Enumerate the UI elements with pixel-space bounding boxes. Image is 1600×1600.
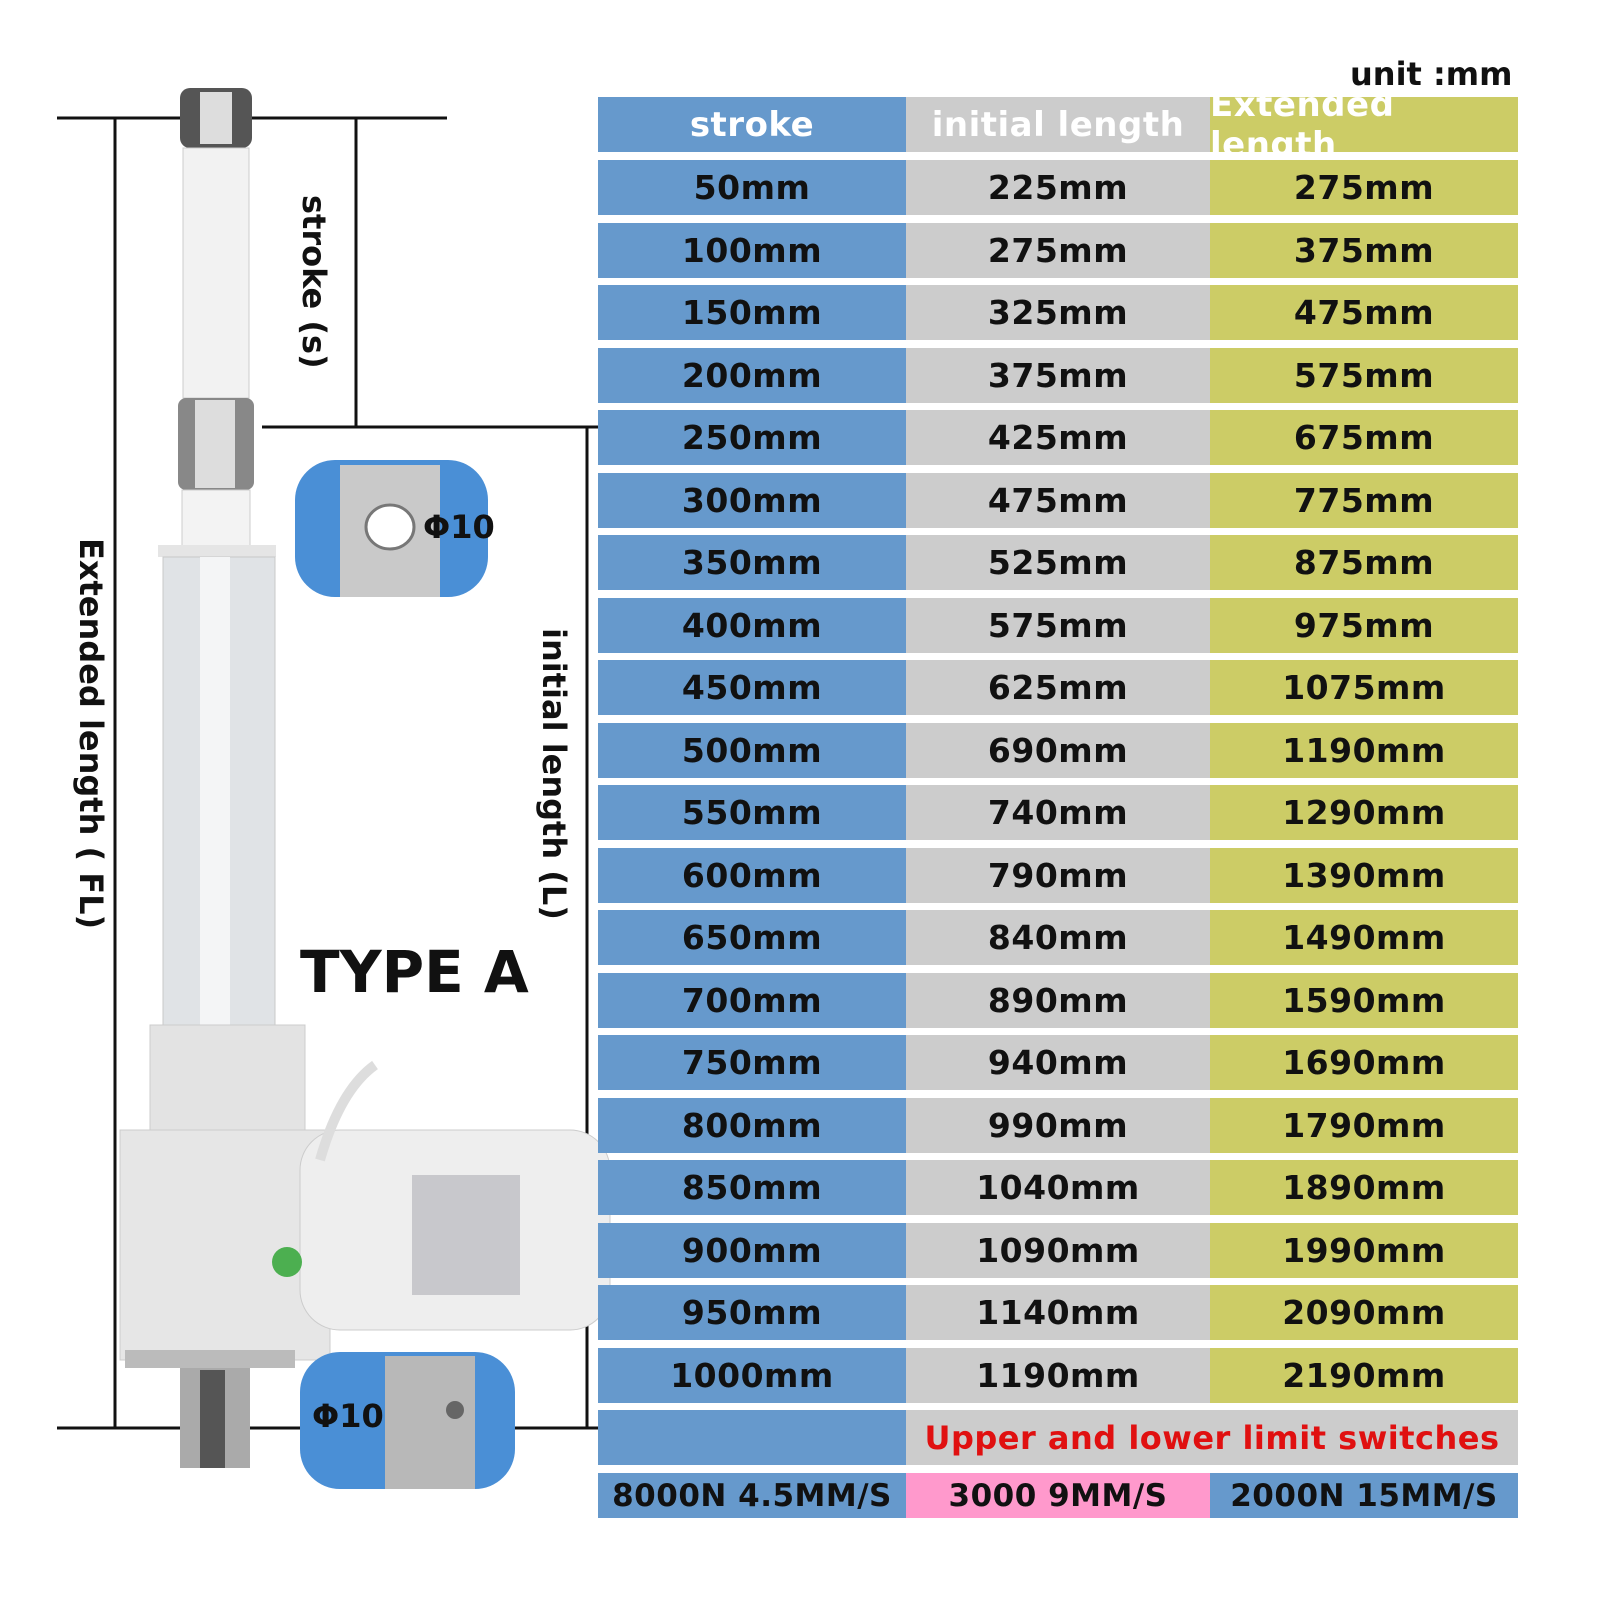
cell-initial: 275mm [906, 222, 1210, 278]
cell-initial: 475mm [906, 472, 1210, 528]
cell-initial: 375mm [906, 347, 1210, 403]
cell-initial: 575mm [906, 597, 1210, 653]
cell-initial: 990mm [906, 1097, 1210, 1153]
cell-extended: 1890mm [1210, 1160, 1518, 1215]
cell-extended: 1790mm [1210, 1097, 1518, 1153]
cell-extended: 1590mm [1210, 972, 1518, 1028]
cell-stroke: 850mm [598, 1160, 906, 1215]
cell-stroke: 400mm [598, 597, 906, 653]
cell-stroke: 500mm [598, 722, 906, 778]
cell-extended: 275mm [1210, 160, 1518, 215]
cell-initial: 1140mm [906, 1285, 1210, 1340]
cell-initial: 325mm [906, 285, 1210, 340]
cell-initial: 225mm [906, 160, 1210, 215]
cell-initial: 1040mm [906, 1160, 1210, 1215]
cell-extended: 1390mm [1210, 847, 1518, 903]
cell-initial: 740mm [906, 785, 1210, 840]
cell-stroke: 300mm [598, 472, 906, 528]
cell-stroke: 900mm [598, 1222, 906, 1278]
cell-initial: 1190mm [906, 1347, 1210, 1403]
cell-extended: 475mm [1210, 285, 1518, 340]
cell-extended: 675mm [1210, 410, 1518, 465]
extended-length-dimension-label: Extended length ( FL) [72, 538, 110, 930]
header-stroke: stroke [598, 97, 906, 152]
cell-extended: 375mm [1210, 222, 1518, 278]
cell-stroke: 550mm [598, 785, 906, 840]
cell-extended: 1290mm [1210, 785, 1518, 840]
cell-initial: 690mm [906, 722, 1210, 778]
cell-stroke: 950mm [598, 1285, 906, 1340]
stroke-dimension-label: stroke (s) [295, 195, 333, 369]
cell-stroke: 700mm [598, 972, 906, 1028]
cell-stroke: 650mm [598, 910, 906, 965]
cell-extended: 1190mm [1210, 722, 1518, 778]
cell-stroke: 350mm [598, 535, 906, 590]
cell-extended: 2190mm [1210, 1347, 1518, 1403]
hole-top-diameter: Φ10 [423, 508, 495, 546]
hole-bottom-diameter: Φ10 [312, 1397, 384, 1435]
cell-stroke: 1000mm [598, 1347, 906, 1403]
cell-stroke: 100mm [598, 222, 906, 278]
cell-stroke: 50mm [598, 160, 906, 215]
cell-extended: 2090mm [1210, 1285, 1518, 1340]
actuator-illustration [57, 88, 611, 1489]
cell-initial: 890mm [906, 972, 1210, 1028]
cell-stroke: 600mm [598, 847, 906, 903]
limit-switch-note: Upper and lower limit switches [906, 1410, 1518, 1465]
cell-initial: 790mm [906, 847, 1210, 903]
speed-option-8000n: 8000N 4.5MM/S [598, 1473, 906, 1518]
cell-extended: 1990mm [1210, 1222, 1518, 1278]
cell-extended: 1490mm [1210, 910, 1518, 965]
hole-detail-bottom [300, 1352, 515, 1489]
actuator-body [119, 88, 611, 1468]
cell-extended: 775mm [1210, 472, 1518, 528]
cell-initial: 425mm [906, 410, 1210, 465]
cell-stroke: 450mm [598, 660, 906, 715]
type-label: TYPE A [300, 938, 529, 1006]
cell-initial: 840mm [906, 910, 1210, 965]
speed-option-3000n: 3000 9MM/S [906, 1473, 1210, 1518]
limit-row-blank-cell [598, 1410, 906, 1465]
cell-stroke: 750mm [598, 1035, 906, 1090]
cell-extended: 1690mm [1210, 1035, 1518, 1090]
unit-label: unit :mm [1350, 55, 1513, 93]
cell-initial: 940mm [906, 1035, 1210, 1090]
cell-initial: 525mm [906, 535, 1210, 590]
cell-stroke: 150mm [598, 285, 906, 340]
cell-stroke: 200mm [598, 347, 906, 403]
cell-extended: 875mm [1210, 535, 1518, 590]
hole-detail-top [295, 460, 488, 597]
cell-extended: 1075mm [1210, 660, 1518, 715]
header-initial-length: initial length [906, 97, 1210, 152]
cell-stroke: 250mm [598, 410, 906, 465]
speed-option-2000n: 2000N 15MM/S [1210, 1473, 1518, 1518]
cell-extended: 575mm [1210, 347, 1518, 403]
header-extended-length: Extended length [1210, 85, 1518, 165]
cell-initial: 625mm [906, 660, 1210, 715]
initial-length-dimension-label: initial length (L) [535, 628, 573, 920]
cell-initial: 1090mm [906, 1222, 1210, 1278]
cell-stroke: 800mm [598, 1097, 906, 1153]
cell-extended: 975mm [1210, 597, 1518, 653]
